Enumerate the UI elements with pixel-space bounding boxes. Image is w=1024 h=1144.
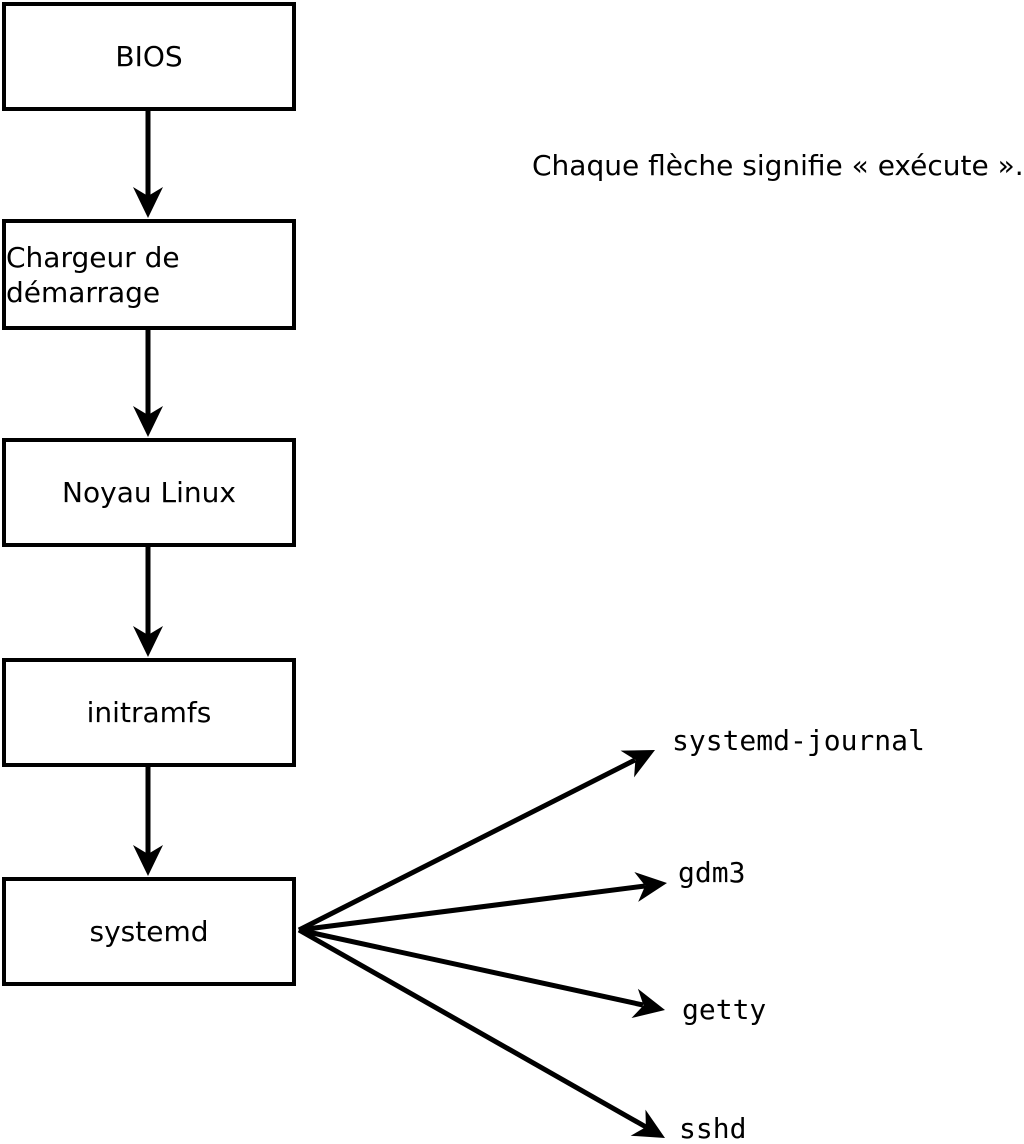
box-systemd-label: systemd: [89, 915, 209, 948]
arrow-kernel-to-initramfs: [133, 547, 163, 657]
annotation-legend: Chaque flèche signifie « exécute ».: [532, 149, 1024, 182]
arrow-systemd-to-sshd: [297, 927, 665, 1138]
arrow-bios-to-bootloader: [133, 111, 163, 218]
process-label-getty: getty: [682, 993, 767, 1026]
box-initramfs: initramfs: [2, 658, 296, 767]
process-label-sshd: sshd: [679, 1112, 747, 1144]
arrow-systemd-to-getty: [298, 927, 665, 1019]
box-kernel-label: Noyau Linux: [62, 476, 236, 509]
box-bios-label: BIOS: [115, 40, 183, 73]
box-kernel: Noyau Linux: [2, 438, 296, 547]
arrow-systemd-to-gdm3: [298, 872, 667, 933]
arrow-initramfs-to-systemd: [133, 767, 163, 876]
process-label-gdm3: gdm3: [678, 856, 746, 889]
box-systemd: systemd: [2, 877, 296, 986]
arrow-systemd-to-journal: [297, 750, 655, 933]
box-bootloader: Chargeur de démarrage: [2, 219, 296, 330]
box-initramfs-label: initramfs: [86, 696, 212, 729]
box-bios: BIOS: [2, 2, 296, 111]
arrow-bootloader-to-kernel: [133, 330, 163, 437]
process-label-systemd-journal: systemd-journal: [672, 724, 925, 757]
box-bootloader-label: Chargeur de démarrage: [6, 240, 180, 309]
